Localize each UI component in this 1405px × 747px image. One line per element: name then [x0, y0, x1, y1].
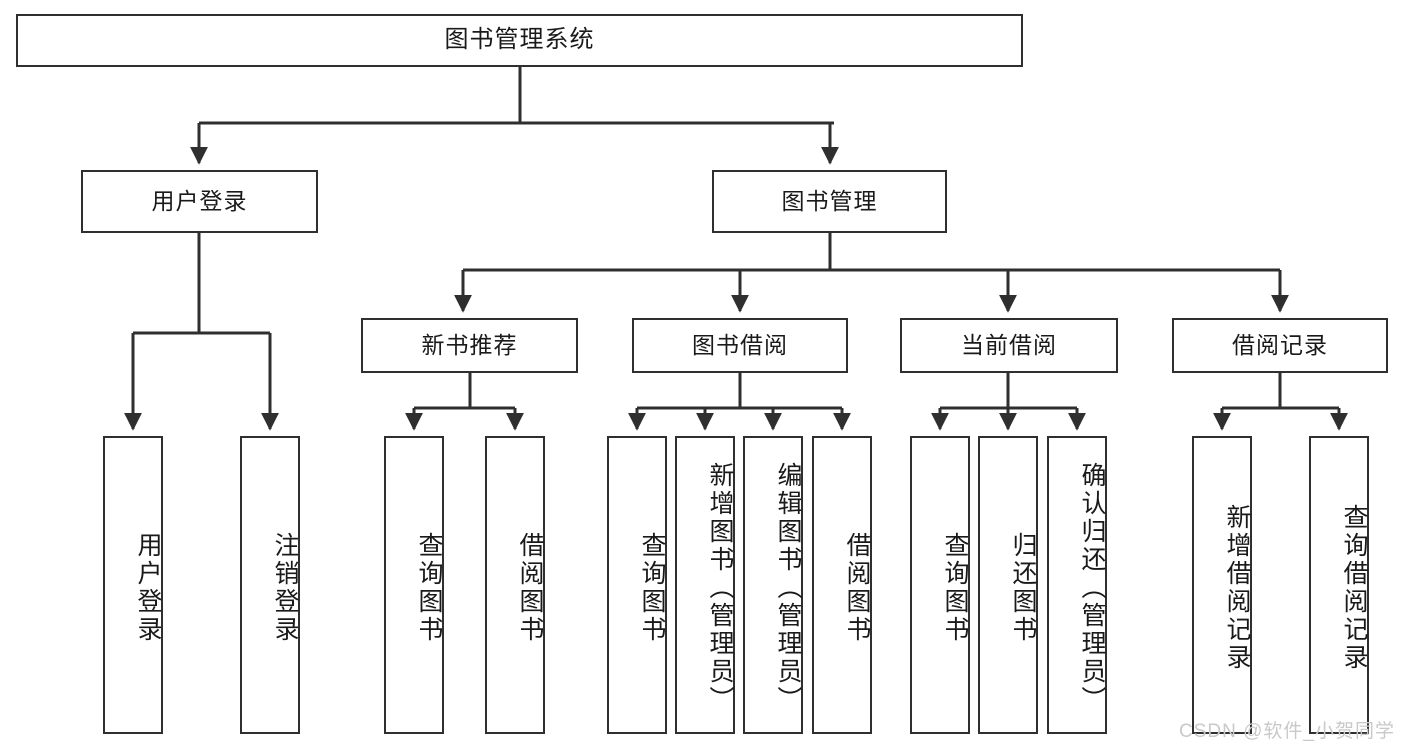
node-book-management[interactable]: 图书管理 [712, 170, 947, 233]
node-user-login[interactable]: 用户登录 [81, 170, 318, 233]
csdn-watermark: CSDN @软件_小贺同学 [1179, 721, 1395, 742]
leaf-recommend-query-book[interactable]: 查询图书 [384, 436, 444, 734]
leaf-current-confirm-return-admin[interactable]: 确认归还（管理员） [1047, 436, 1107, 734]
node-new-book-recommend[interactable]: 新书推荐 [361, 318, 578, 373]
leaf-label: 查询图书 [638, 532, 666, 644]
leaf-label: 查询图书 [415, 532, 443, 644]
leaf-label: 确认归还（管理员） [1078, 462, 1106, 714]
leaf-current-return-book[interactable]: 归还图书 [978, 436, 1038, 734]
leaf-label: 注销登录 [271, 532, 299, 644]
node-book-borrow[interactable]: 图书借阅 [632, 318, 848, 373]
leaf-borrow-edit-book-admin[interactable]: 编辑图书（管理员） [743, 436, 803, 734]
leaf-user-login-login[interactable]: 用户登录 [103, 436, 163, 734]
leaf-label: 借阅图书 [516, 532, 544, 644]
leaf-label: 归还图书 [1009, 532, 1037, 644]
node-current-borrow[interactable]: 当前借阅 [900, 318, 1118, 373]
leaf-record-query-record[interactable]: 查询借阅记录 [1309, 436, 1369, 734]
leaf-borrow-add-book-admin[interactable]: 新增图书（管理员） [675, 436, 735, 734]
leaf-label: 用户登录 [134, 532, 162, 644]
leaf-label: 借阅图书 [843, 532, 871, 644]
leaf-recommend-borrow-book[interactable]: 借阅图书 [485, 436, 545, 734]
leaf-record-add-record[interactable]: 新增借阅记录 [1192, 436, 1252, 734]
node-borrow-record[interactable]: 借阅记录 [1172, 318, 1388, 373]
leaf-label: 新增借阅记录 [1223, 504, 1251, 672]
leaf-label: 编辑图书（管理员） [774, 462, 802, 714]
node-root-system[interactable]: 图书管理系统 [16, 14, 1023, 67]
leaf-borrow-query-book[interactable]: 查询图书 [607, 436, 667, 734]
leaf-label: 查询借阅记录 [1340, 504, 1368, 672]
leaf-borrow-borrow-book[interactable]: 借阅图书 [812, 436, 872, 734]
leaf-user-login-logout[interactable]: 注销登录 [240, 436, 300, 734]
leaf-current-query-book[interactable]: 查询图书 [910, 436, 970, 734]
leaf-label: 查询图书 [941, 532, 969, 644]
leaf-label: 新增图书（管理员） [706, 462, 734, 714]
